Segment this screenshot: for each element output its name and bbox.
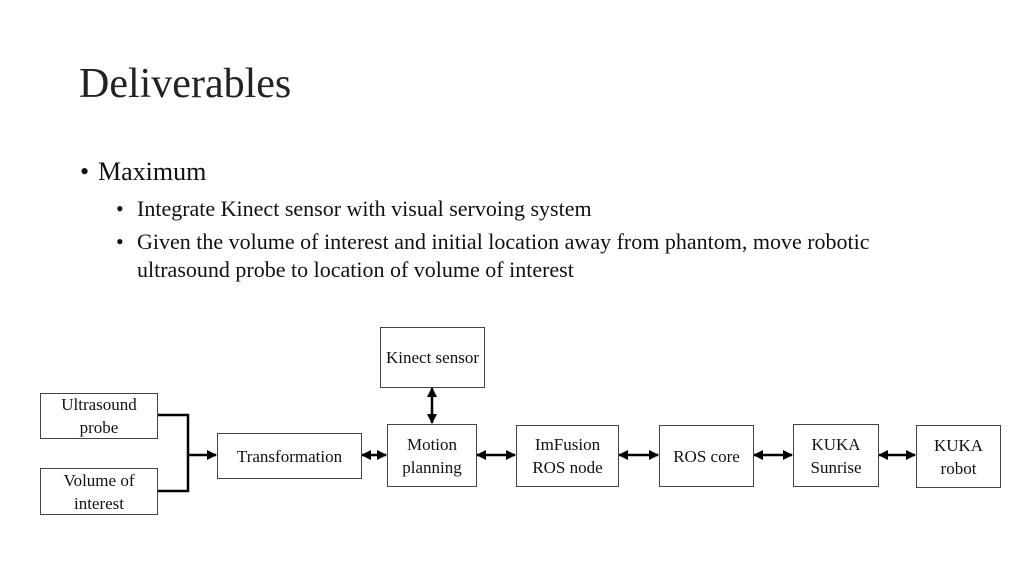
- sub-bullet-text: Integrate Kinect sensor with visual serv…: [137, 196, 592, 221]
- sub-bullet-text: Given the volume of interest and initial…: [137, 229, 870, 282]
- volume-of-interest-box: Volume of interest: [40, 468, 158, 515]
- kinect-sensor-box: Kinect sensor: [380, 327, 485, 388]
- imfusion-ros-node-box: ImFusion ROS node: [516, 425, 619, 487]
- kuka-robot-box: KUKA robot: [916, 425, 1001, 488]
- sub-bullet-2: •Given the volume of interest and initia…: [116, 228, 906, 284]
- bullet-maximum: •Maximum: [80, 157, 207, 186]
- bullet-label: Maximum: [98, 157, 207, 186]
- slide-title: Deliverables: [79, 61, 292, 107]
- ros-core-box: ROS core: [659, 425, 754, 487]
- motion-planning-box: Motion planning: [387, 424, 477, 487]
- kuka-sunrise-box: KUKA Sunrise: [793, 424, 879, 487]
- transformation-box: Transformation: [217, 433, 362, 479]
- ultrasound-probe-box: Ultrasound probe: [40, 393, 158, 439]
- merge-connector: [157, 413, 190, 493]
- sub-bullet-1: •Integrate Kinect sensor with visual ser…: [116, 196, 592, 221]
